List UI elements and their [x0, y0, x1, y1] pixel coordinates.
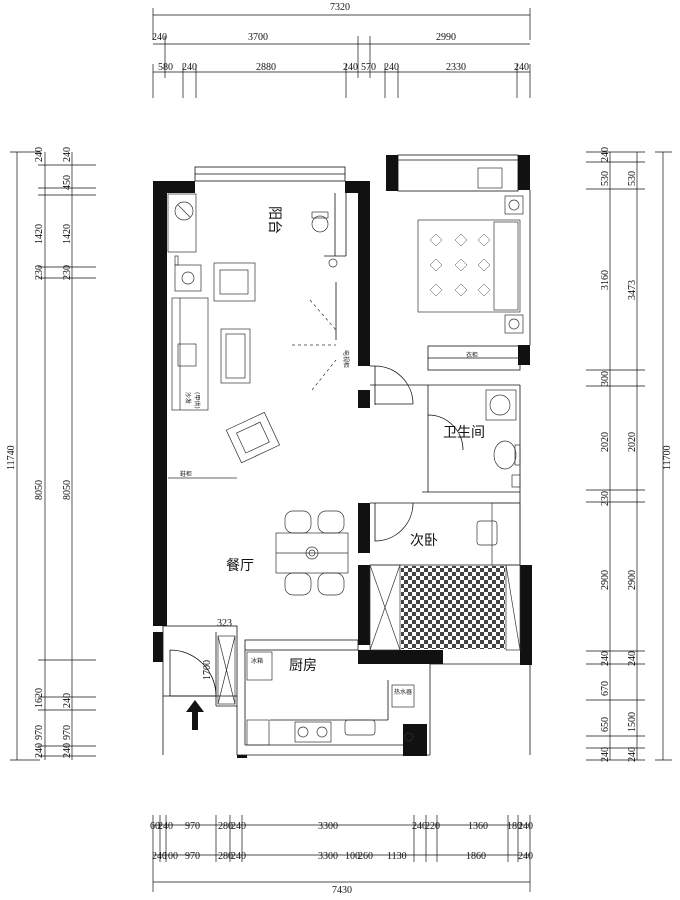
top-dim: 240 — [384, 62, 399, 73]
room-label-bathroom: 卫生间 — [443, 425, 485, 441]
left-overall-dim: 11740 — [6, 445, 17, 470]
right-dim: 670 — [600, 681, 611, 696]
left-dim: 230 — [34, 265, 45, 280]
water-heater-label: 热水器 — [394, 688, 412, 696]
right-dim: 3473 — [627, 280, 638, 300]
left-dim: 240 — [34, 147, 45, 162]
top-dim: 2990 — [436, 32, 456, 43]
left-dim: 230 — [62, 265, 73, 280]
bottom-dim: 1860 — [466, 851, 486, 862]
top-dim: 240 — [514, 62, 529, 73]
right-overall-dim: 11700 — [662, 445, 673, 470]
bed-pattern — [429, 233, 491, 297]
door-width-annotation: 323 — [217, 618, 232, 629]
bottom-dim: 240 — [412, 821, 427, 832]
right-dim: 2900 — [627, 570, 638, 590]
bottom-dim: 260 — [358, 851, 373, 862]
bottom-dim: 100 — [163, 851, 178, 862]
furniture — [167, 167, 524, 746]
top-dim: 240 — [152, 32, 167, 43]
bottom-dim: 240 — [518, 821, 533, 832]
right-dim: 240 — [627, 747, 638, 762]
right-dim: 300 — [600, 371, 611, 386]
top-dim: 240 — [182, 62, 197, 73]
left-dim: 1620 — [34, 688, 45, 708]
right-dim: 530 — [627, 171, 638, 186]
right-dim: 1500 — [627, 712, 638, 732]
bottom-dim: 970 — [185, 821, 200, 832]
bottom-dim: 100 — [345, 851, 360, 862]
right-dim: 650 — [600, 717, 611, 732]
bottom-dim: 280 — [218, 851, 233, 862]
bottom-dim: 3300 — [318, 851, 338, 862]
bottom-dimension-lines — [152, 815, 531, 892]
room-label-second-bedroom: 次卧 — [410, 533, 438, 549]
bottom-dim: 280 — [218, 821, 233, 832]
fridge-label: 冰箱 — [251, 657, 263, 665]
top-dimension-lines — [152, 8, 531, 98]
tv-wall-label: 电视柜 — [342, 350, 350, 368]
right-dim: 240 — [600, 147, 611, 162]
bottom-dim: 240 — [152, 851, 167, 862]
sofa-supplier-label: (甲供) — [193, 392, 201, 409]
bottom-dim: 1130 — [387, 851, 407, 862]
top-dim: 240 — [343, 62, 358, 73]
wardrobe-label: 衣柜 — [466, 351, 478, 359]
bottom-dim: 240 — [518, 851, 533, 862]
right-dim: 2020 — [600, 432, 611, 452]
top-dim: 2880 — [256, 62, 276, 73]
right-dim: 240 — [600, 651, 611, 666]
right-dimension-lines — [586, 151, 672, 761]
left-dim: 1420 — [34, 224, 45, 244]
bottom-dim: 220 — [425, 821, 440, 832]
right-dim: 2020 — [627, 432, 638, 452]
doors — [169, 365, 464, 697]
left-dim: 240 — [62, 743, 73, 758]
entrance-arrow-icon — [186, 700, 204, 730]
top-dim: 3700 — [248, 32, 268, 43]
right-dim: 3160 — [600, 270, 611, 290]
bottom-dim: 3300 — [318, 821, 338, 832]
left-dim: 1420 — [62, 224, 73, 244]
left-dim: 970 — [34, 725, 45, 740]
left-dim: 240 — [34, 743, 45, 758]
left-dimension-lines — [10, 151, 96, 761]
bottom-dim: 1360 — [468, 821, 488, 832]
top-dim: 580 — [158, 62, 173, 73]
left-dim: 450 — [62, 175, 73, 190]
top-dim: 2330 — [446, 62, 466, 73]
cabinet-label: 鞋柜 — [180, 470, 192, 478]
right-dim: 530 — [600, 171, 611, 186]
bottom-dim: 240 — [158, 821, 173, 832]
left-dim: 8050 — [62, 480, 73, 500]
bottom-dim: 180 — [507, 821, 522, 832]
top-dim: 570 — [361, 62, 376, 73]
bottom-dim: 240 — [231, 851, 246, 862]
bottom-dim: 60 — [150, 821, 160, 832]
right-dim: 240 — [600, 747, 611, 762]
right-dim: 230 — [600, 491, 611, 506]
bottom-dim: 240 — [231, 821, 246, 832]
right-dim: 240 — [627, 651, 638, 666]
right-dim: 2900 — [600, 570, 611, 590]
left-dim: 240 — [62, 147, 73, 162]
sofa-label: 沙发 — [184, 392, 192, 404]
left-dim: 970 — [62, 725, 73, 740]
room-label-balcony: 阳台 — [266, 206, 282, 234]
top-overall-dim: 7320 — [330, 2, 350, 13]
left-dim: 8050 — [34, 480, 45, 500]
walls — [153, 155, 532, 758]
room-label-dining: 餐厅 — [226, 558, 254, 574]
bottom-dim: 970 — [185, 851, 200, 862]
bedroom-floor-pattern — [401, 566, 505, 649]
room-label-kitchen: 厨房 — [289, 658, 317, 674]
bottom-overall-dim: 7430 — [332, 885, 352, 896]
left-dim: 240 — [62, 693, 73, 708]
entry-depth-annotation: 1700 — [202, 660, 213, 680]
